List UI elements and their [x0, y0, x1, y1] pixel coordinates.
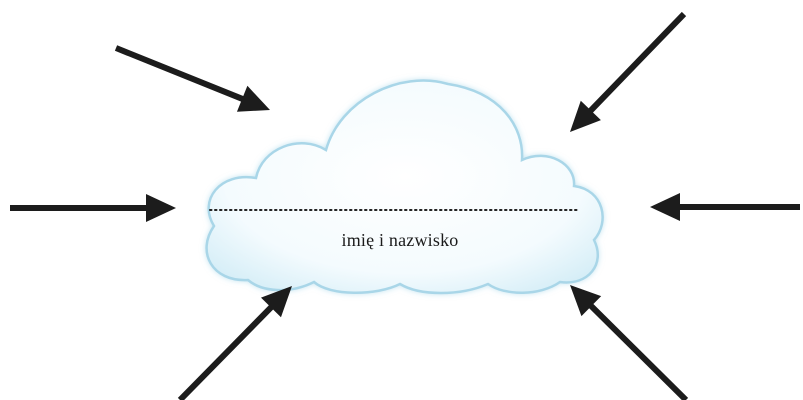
arrow-shaft: [587, 11, 687, 114]
arrow-top-right: [570, 11, 687, 132]
arrow-bottom-left: [177, 286, 292, 400]
arrow-bottom-right: [570, 285, 689, 400]
arrow-icon: [260, 286, 292, 318]
arrow-icon: [650, 193, 680, 221]
arrow-icon: [236, 85, 270, 112]
arrow-left: [10, 194, 176, 222]
arrow-shaft: [114, 45, 246, 103]
name-caption: imię i nazwisko: [341, 230, 459, 250]
arrow-shaft: [177, 303, 275, 400]
arrow-top-left: [114, 45, 270, 112]
cloud-shape: [205, 79, 604, 295]
arrow-right: [650, 193, 800, 221]
arrow-icon: [570, 285, 602, 317]
arrow-icon: [146, 194, 176, 222]
arrow-icon: [570, 100, 601, 132]
arrow-shaft: [587, 302, 689, 400]
